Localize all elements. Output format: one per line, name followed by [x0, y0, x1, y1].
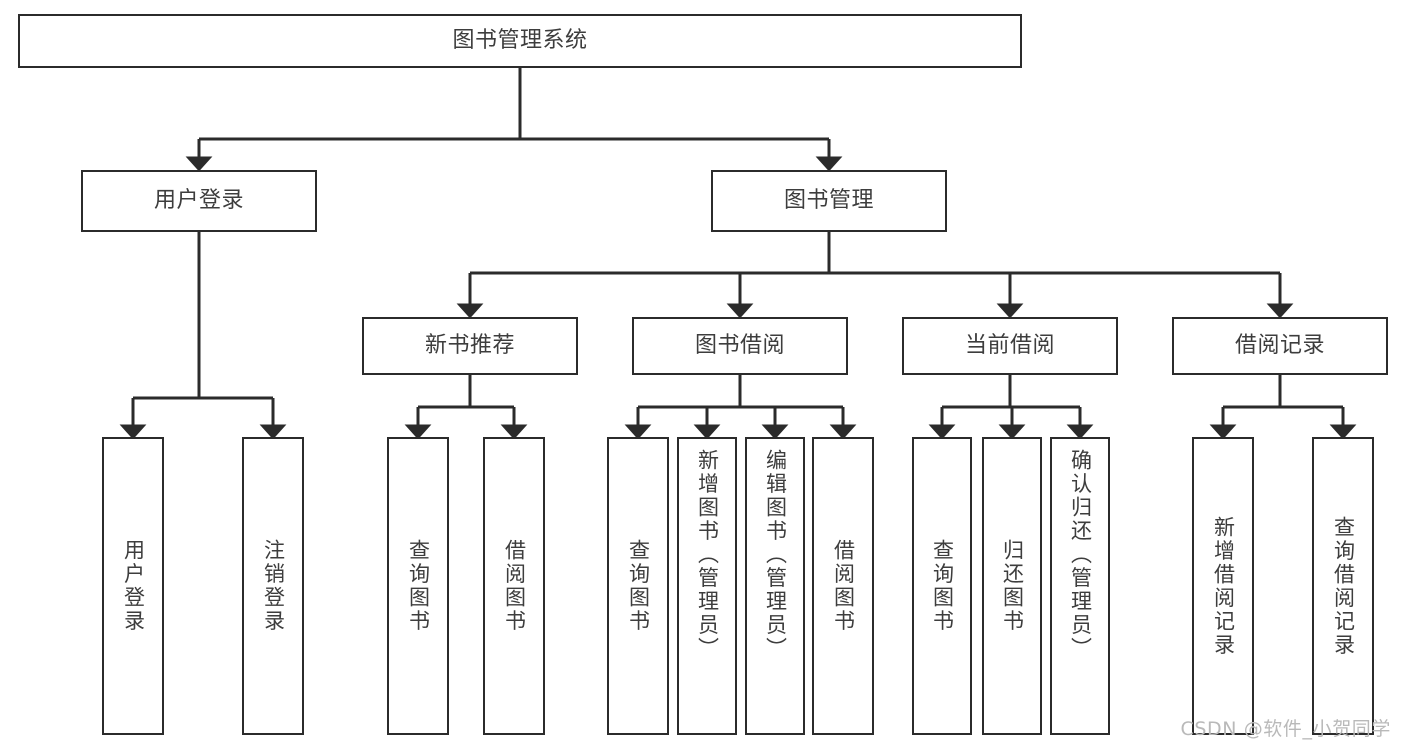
node-label-leaf-add-book-admin: 新增图书（管理员）: [695, 449, 720, 661]
node-label-current-borrow: 当前借阅: [964, 332, 1055, 358]
watermark-text: CSDN @软件_小贺同学: [1180, 718, 1391, 740]
node-label-book-borrow: 图书借阅: [694, 332, 785, 358]
node-book-borrow[interactable]: 图书借阅: [632, 317, 848, 375]
node-leaf-user-login[interactable]: 用户登录: [102, 437, 164, 735]
node-label-leaf-query-book-borrow: 查询图书: [626, 539, 651, 633]
node-label-user-login: 用户登录: [153, 187, 244, 213]
node-label-leaf-edit-book-admin: 编辑图书（管理员）: [763, 449, 788, 661]
node-label-new-book-recommend: 新书推荐: [424, 332, 515, 358]
node-book-manage[interactable]: 图书管理: [711, 170, 947, 232]
node-label-leaf-borrow-book-rec: 借阅图书: [502, 539, 527, 633]
node-label-leaf-user-login: 用户登录: [121, 539, 146, 633]
node-leaf-add-borrow-record[interactable]: 新增借阅记录: [1192, 437, 1254, 735]
node-leaf-borrow-book[interactable]: 借阅图书: [812, 437, 874, 735]
node-leaf-edit-book-admin[interactable]: 编辑图书（管理员）: [745, 437, 805, 735]
node-new-book-recommend[interactable]: 新书推荐: [362, 317, 578, 375]
node-label-leaf-query-borrow-record: 查询借阅记录: [1331, 515, 1356, 657]
node-label-root: 图书管理系统: [452, 27, 588, 53]
node-leaf-confirm-return-admin[interactable]: 确认归还（管理员）: [1050, 437, 1110, 735]
node-label-leaf-query-book-current: 查询图书: [930, 539, 955, 633]
node-user-login[interactable]: 用户登录: [81, 170, 317, 232]
node-root[interactable]: 图书管理系统: [18, 14, 1022, 68]
node-label-leaf-query-book-rec: 查询图书: [406, 539, 431, 633]
node-label-leaf-return-book: 归还图书: [1000, 539, 1025, 633]
node-leaf-query-book-borrow[interactable]: 查询图书: [607, 437, 669, 735]
node-label-leaf-confirm-return-admin: 确认归还（管理员）: [1068, 449, 1093, 661]
node-leaf-logout[interactable]: 注销登录: [242, 437, 304, 735]
node-label-leaf-add-borrow-record: 新增借阅记录: [1211, 515, 1236, 657]
node-leaf-query-book-rec[interactable]: 查询图书: [387, 437, 449, 735]
node-borrow-record[interactable]: 借阅记录: [1172, 317, 1388, 375]
node-leaf-query-book-current[interactable]: 查询图书: [912, 437, 972, 735]
node-leaf-return-book[interactable]: 归还图书: [982, 437, 1042, 735]
node-current-borrow[interactable]: 当前借阅: [902, 317, 1118, 375]
node-leaf-borrow-book-rec[interactable]: 借阅图书: [483, 437, 545, 735]
node-label-leaf-logout: 注销登录: [261, 539, 286, 633]
node-leaf-add-book-admin[interactable]: 新增图书（管理员）: [677, 437, 737, 735]
node-label-leaf-borrow-book: 借阅图书: [831, 539, 856, 633]
node-label-book-manage: 图书管理: [783, 187, 874, 213]
node-label-borrow-record: 借阅记录: [1234, 332, 1325, 358]
node-leaf-query-borrow-record[interactable]: 查询借阅记录: [1312, 437, 1374, 735]
